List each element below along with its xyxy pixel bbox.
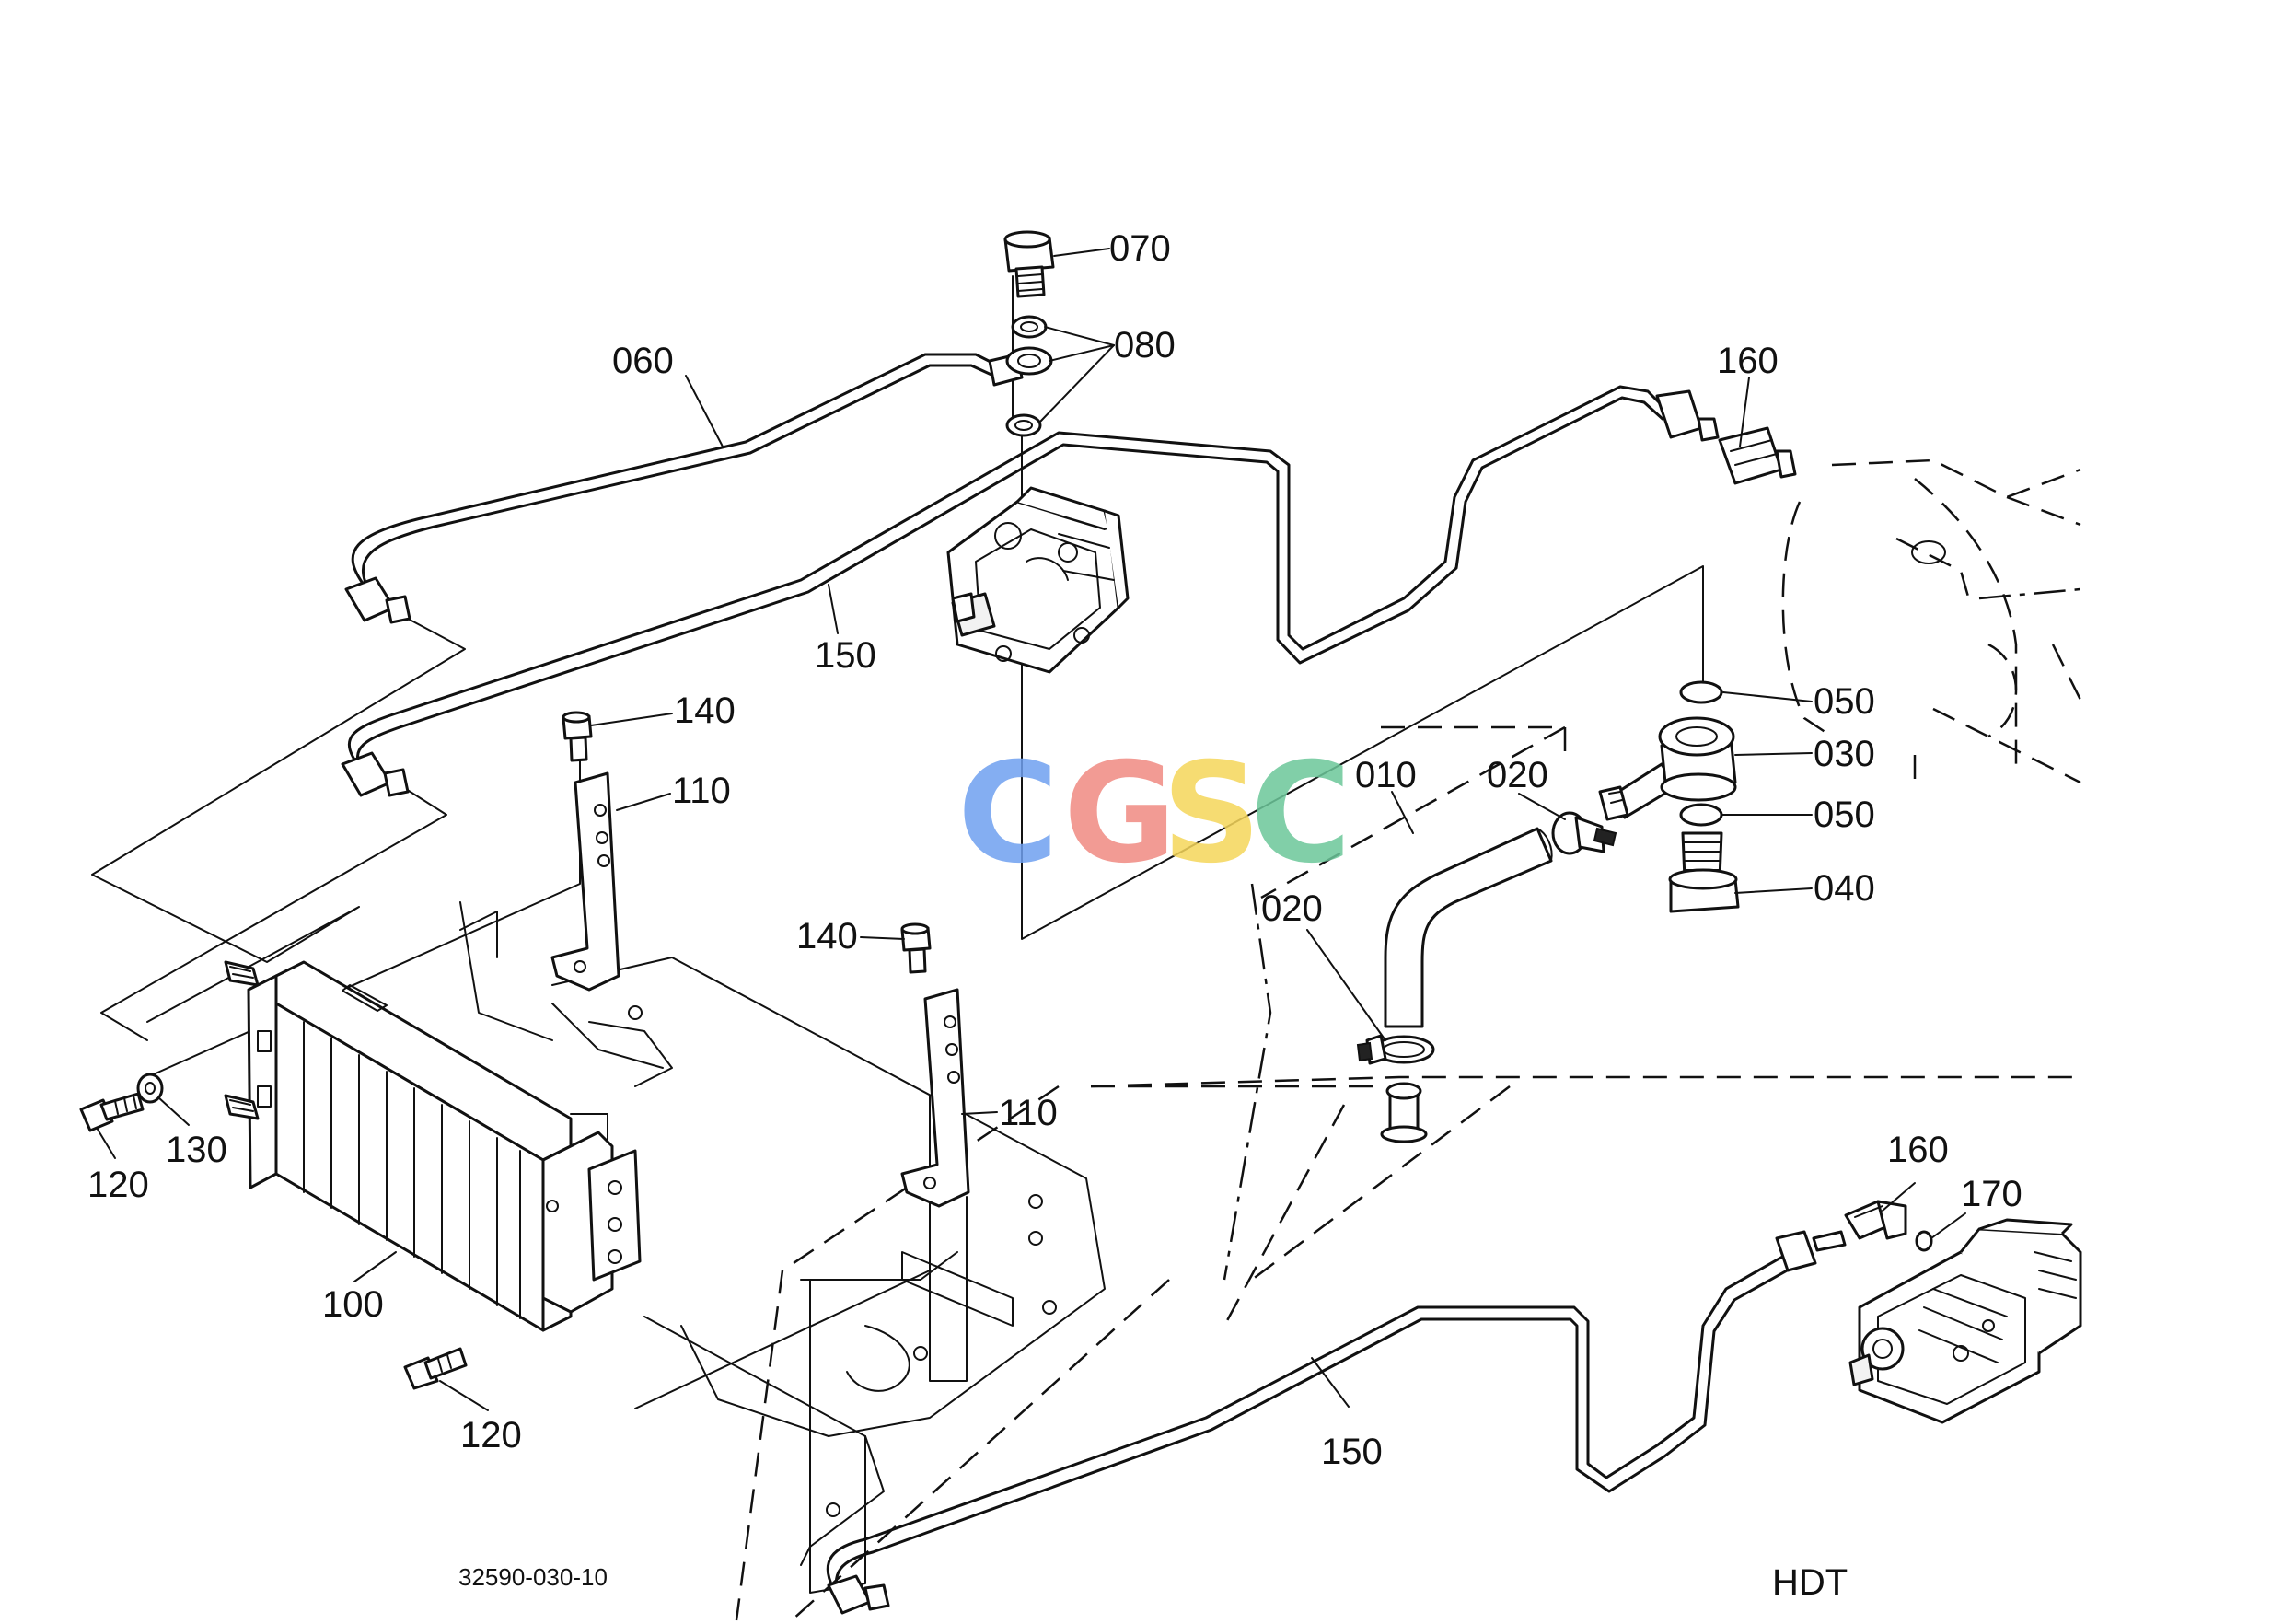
banjo-bolt-040 [1668,831,1740,913]
o-ring-050-upper [1679,680,1723,704]
callout-050-lower: 050 [1814,795,1875,835]
drawing-number: 32590-030-10 [458,1563,608,1591]
callout-070: 070 [1109,228,1171,269]
callout-130: 130 [166,1130,227,1170]
hose-010 [1384,827,1553,1028]
transmission-housing [1781,458,2082,792]
o-ring-170 [1915,1230,1933,1252]
callout-140-upper: 140 [674,690,736,731]
watermark-logo: C G S C [957,734,1351,894]
callout-060: 060 [612,341,674,381]
callout-020-lower: 020 [1261,888,1323,929]
bolt-140-lower [900,922,932,974]
watermark-letter-g: G [1063,734,1176,894]
callout-labels: 070 080 060 160 150 140 110 050 030 010 … [87,228,2022,1472]
callout-110-lower: 110 [999,1093,1058,1133]
bolt-140-upper [562,711,593,762]
callout-170: 170 [1961,1174,2022,1214]
callout-150-upper: 150 [815,635,876,676]
bracket-110-lower [900,988,970,1208]
callout-010: 010 [1355,755,1417,795]
hose-pipe-stub [1380,1082,1428,1143]
callout-040: 040 [1814,868,1875,909]
callout-030: 030 [1814,734,1875,774]
washer-130 [136,1073,164,1104]
callout-080: 080 [1114,325,1176,365]
oil-cooler-100 [224,960,642,1332]
banjo-bolt-070 [1003,230,1055,298]
watermark-letter-c1: C [957,734,1059,894]
hydraulic-pump [946,486,1130,674]
bracket-110-upper [550,771,620,992]
hdt-unit [1848,1218,2082,1424]
variant-label: HDT [1772,1562,1848,1603]
assembly-guide-lines [91,275,1704,1409]
bolt-120-bottom [403,1347,468,1390]
oil-pipe-150-upper [341,385,1720,797]
callout-120-bottom: 120 [460,1415,522,1456]
elbow-connector-160-lower [1844,1200,1907,1240]
callout-110-upper: 110 [672,771,731,811]
callout-150-lower: 150 [1321,1432,1383,1472]
hose-clamp-020-lower [1356,1034,1435,1065]
banjo-fitting-030 [1598,716,1737,821]
bolt-120-left [79,1092,145,1132]
callout-100: 100 [322,1284,384,1325]
callout-120-left: 120 [87,1165,149,1205]
watermark-letter-s: S [1162,734,1261,894]
callout-050-upper: 050 [1814,681,1875,722]
o-ring-050-lower [1679,803,1723,827]
callout-160-lower: 160 [1887,1130,1949,1170]
connector-160-upper [1718,426,1797,485]
oil-pipe-060 [344,353,1024,624]
hose-clamp-020-upper [1551,811,1617,855]
watermark-letter-c2: C [1250,734,1351,894]
callout-020-upper: 020 [1487,755,1548,795]
callout-140-lower: 140 [796,916,858,957]
callout-leaders [96,248,1966,1411]
frame-outline [459,725,2080,1621]
oil-pipe-150-lower [826,1230,1847,1615]
callout-160-upper: 160 [1717,341,1779,381]
